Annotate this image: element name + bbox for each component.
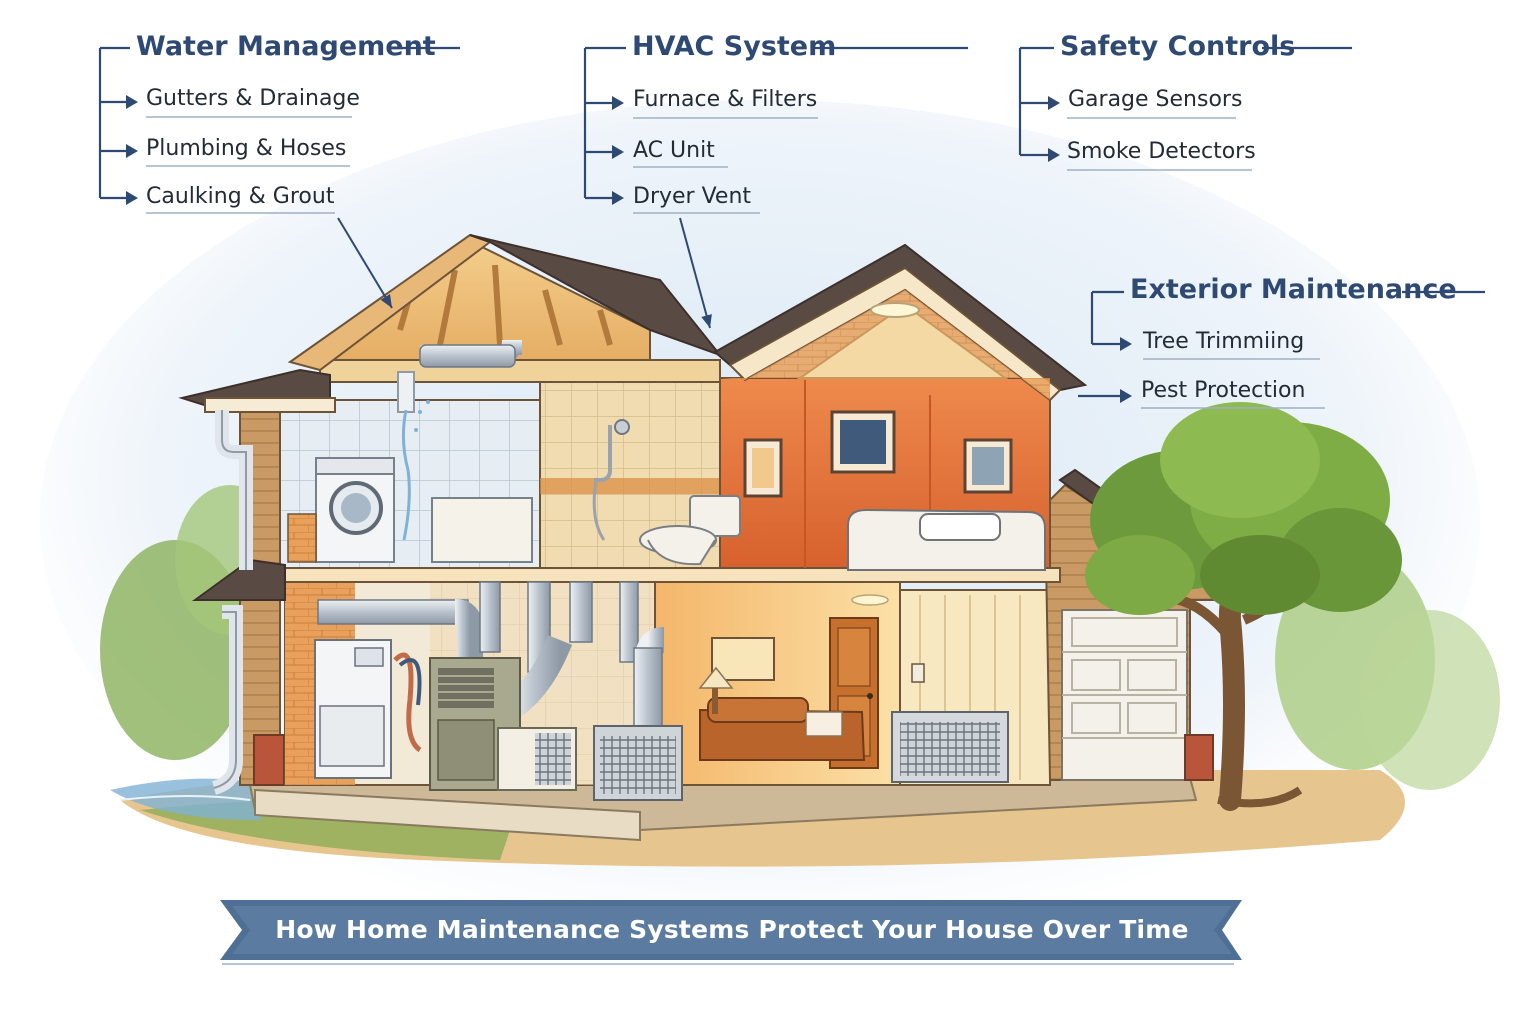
arrow-right-icon (126, 191, 138, 205)
pointer-arrow-icon (701, 314, 712, 328)
arrow-right-icon (1120, 389, 1132, 403)
arrow-right-icon (612, 145, 624, 159)
tree (1085, 402, 1402, 811)
tree-trimming-label: Tree Trimmiing (1143, 329, 1305, 354)
pointer-arrow-icon (380, 294, 392, 308)
pointer-line (337, 217, 393, 309)
arrow-right-icon (612, 191, 624, 205)
plumbing-hoses-label: Plumbing & Hoses (146, 136, 347, 161)
garage-sensors-label: Garage Sensors (1068, 87, 1243, 112)
caulking-grout-label: Caulking & Grout (146, 184, 335, 209)
smoke-detectors-label: Smoke Detectors (1067, 139, 1256, 164)
safety-controls-title: Safety Controls (1060, 31, 1296, 62)
arrow-right-icon (1120, 337, 1132, 351)
arrow-right-icon (1048, 96, 1060, 110)
banner-title: How Home Maintenance Systems Protect You… (275, 915, 1189, 944)
arrow-right-icon (1048, 148, 1060, 162)
water-management-title: Water Management (136, 31, 436, 62)
pointer-line (679, 217, 711, 329)
arrow-right-icon (126, 95, 138, 109)
arrow-right-icon (612, 96, 624, 110)
furnace-filters-label: Furnace & Filters (633, 87, 818, 112)
arrow-right-icon (126, 144, 138, 158)
gutters-drainage-label: Gutters & Drainage (146, 86, 360, 111)
dryer-vent-label: Dryer Vent (633, 184, 752, 209)
hvac-system-title: HVAC System (632, 31, 837, 62)
title-banner (220, 900, 1242, 965)
pest-protection-label: Pest Protection (1141, 378, 1306, 403)
ac-unit-label: AC Unit (633, 138, 715, 163)
exterior-maintenance-title: Exterior Maintenance (1130, 274, 1457, 305)
